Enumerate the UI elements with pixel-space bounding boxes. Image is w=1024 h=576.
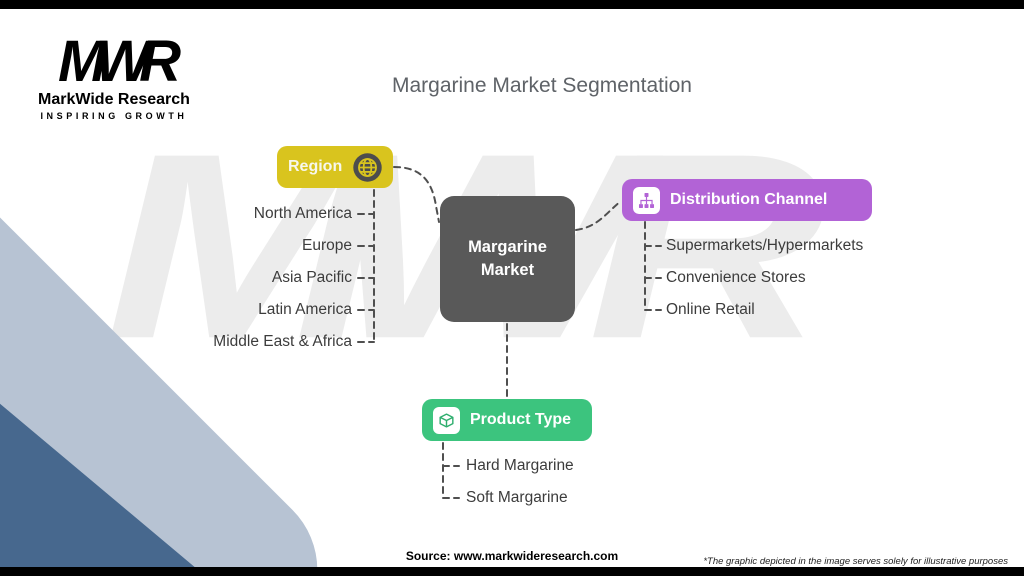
sitemap-icon: [633, 186, 660, 214]
logo-tagline: Inspiring Growth: [40, 111, 188, 121]
region-label: Region: [288, 158, 343, 175]
page-title: Margarine Market Segmentation: [392, 74, 692, 97]
distribution-channel-label: Distribution Channel: [670, 191, 828, 208]
logo-name: MarkWide Research: [38, 91, 190, 108]
product-type-label: Product Type: [470, 411, 572, 428]
bottom-border-bar: [0, 567, 1024, 576]
connector-center-to-distribution: [575, 200, 622, 231]
distribution-item: Online Retail: [666, 301, 755, 318]
region-item: Asia Pacific: [271, 269, 352, 286]
logo-monogram: MWR: [58, 29, 181, 94]
center-node-margarine-market: Margarine Market: [440, 196, 575, 322]
center-node-label: Margarine Market: [468, 237, 547, 279]
branch-button-product-type: Product Type: [422, 399, 592, 441]
disclaimer-text: *The graphic depicted in the image serve…: [703, 556, 1008, 567]
globe-icon: [352, 152, 383, 183]
product-item: Hard Margarine: [466, 457, 574, 474]
package-icon: [433, 406, 460, 434]
product-item: Soft Margarine: [466, 489, 568, 506]
branch-button-distribution-channel: Distribution Channel: [622, 179, 872, 221]
connector-region-to-center: [393, 166, 440, 223]
region-item: Europe: [302, 237, 352, 254]
distribution-item: Convenience Stores: [666, 269, 806, 286]
distribution-item: Supermarkets/Hypermarkets: [666, 237, 864, 254]
branch-button-region: Region: [277, 146, 393, 188]
markwide-research-logo: MWR MarkWide Research Inspiring Growth: [28, 29, 200, 122]
region-item: North America: [253, 205, 352, 222]
top-border-bar: [0, 0, 1024, 9]
region-item: Latin America: [258, 301, 352, 318]
source-text: Source: www.markwideresearch.com: [405, 549, 619, 563]
region-item: Middle East & Africa: [213, 333, 352, 350]
